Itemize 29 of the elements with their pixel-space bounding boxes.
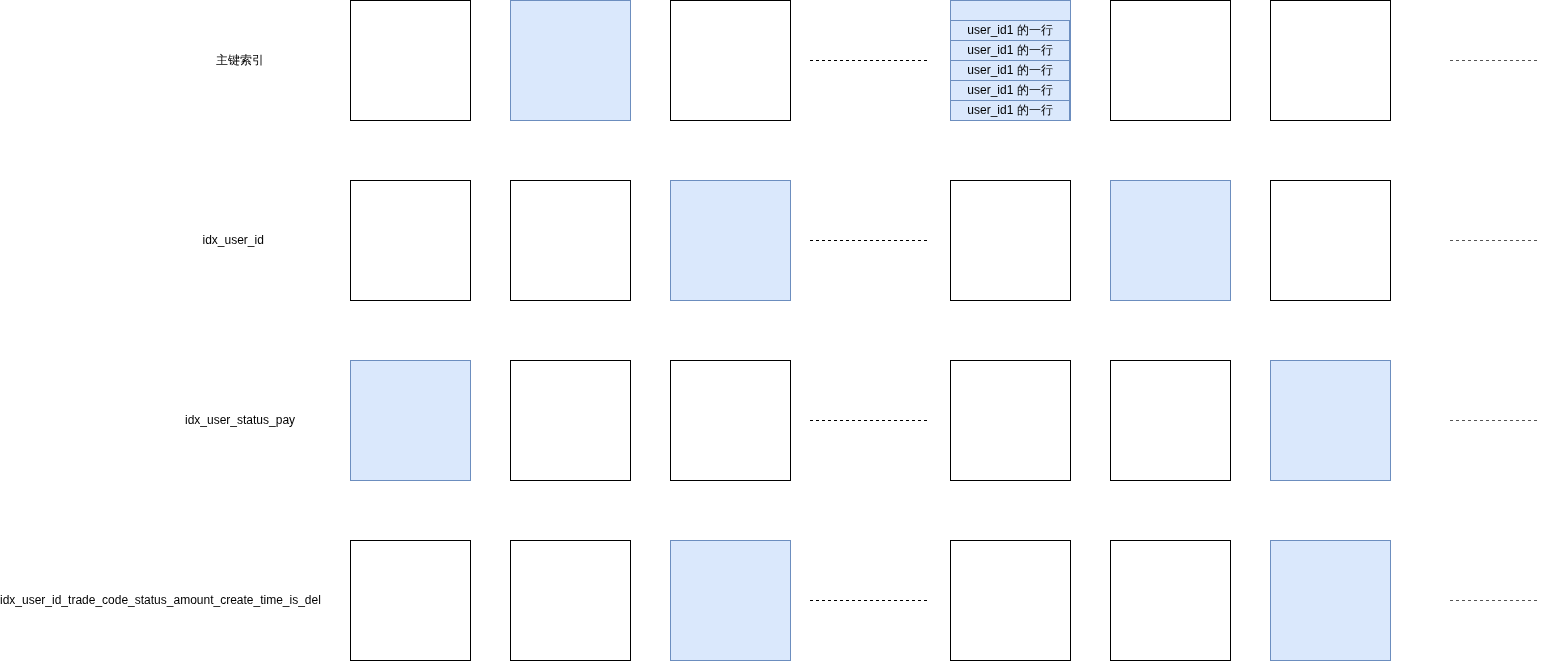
empty-box: [950, 180, 1071, 301]
empty-box: [1270, 180, 1391, 301]
table-row: user_id1 的一行: [950, 20, 1070, 41]
empty-box: [350, 180, 471, 301]
empty-box: [1110, 180, 1231, 301]
empty-box: [1270, 360, 1391, 481]
empty-box: [350, 540, 471, 661]
empty-box: [510, 360, 631, 481]
empty-box: [510, 0, 631, 121]
empty-box: [670, 540, 791, 661]
row-label: idx_user_id_trade_code_status_amount_create_time_is_del: [0, 593, 321, 607]
empty-box: [670, 0, 791, 121]
empty-box: [510, 540, 631, 661]
empty-box: [1110, 0, 1231, 121]
empty-box: [950, 0, 1071, 121]
row-label: idx_user_id: [202, 233, 264, 247]
empty-box: [1110, 540, 1231, 661]
empty-box: [350, 0, 471, 121]
empty-box: [950, 360, 1071, 481]
empty-box: [1110, 360, 1231, 481]
empty-box: [510, 180, 631, 301]
empty-box: [1270, 540, 1391, 661]
row-label: idx_user_status_pay: [185, 413, 296, 427]
empty-box: [670, 360, 791, 481]
empty-box: [1270, 0, 1391, 121]
empty-box: [350, 360, 471, 481]
empty-box: [670, 180, 791, 301]
row-label: 主键索引: [216, 53, 264, 67]
empty-box: [950, 540, 1071, 661]
